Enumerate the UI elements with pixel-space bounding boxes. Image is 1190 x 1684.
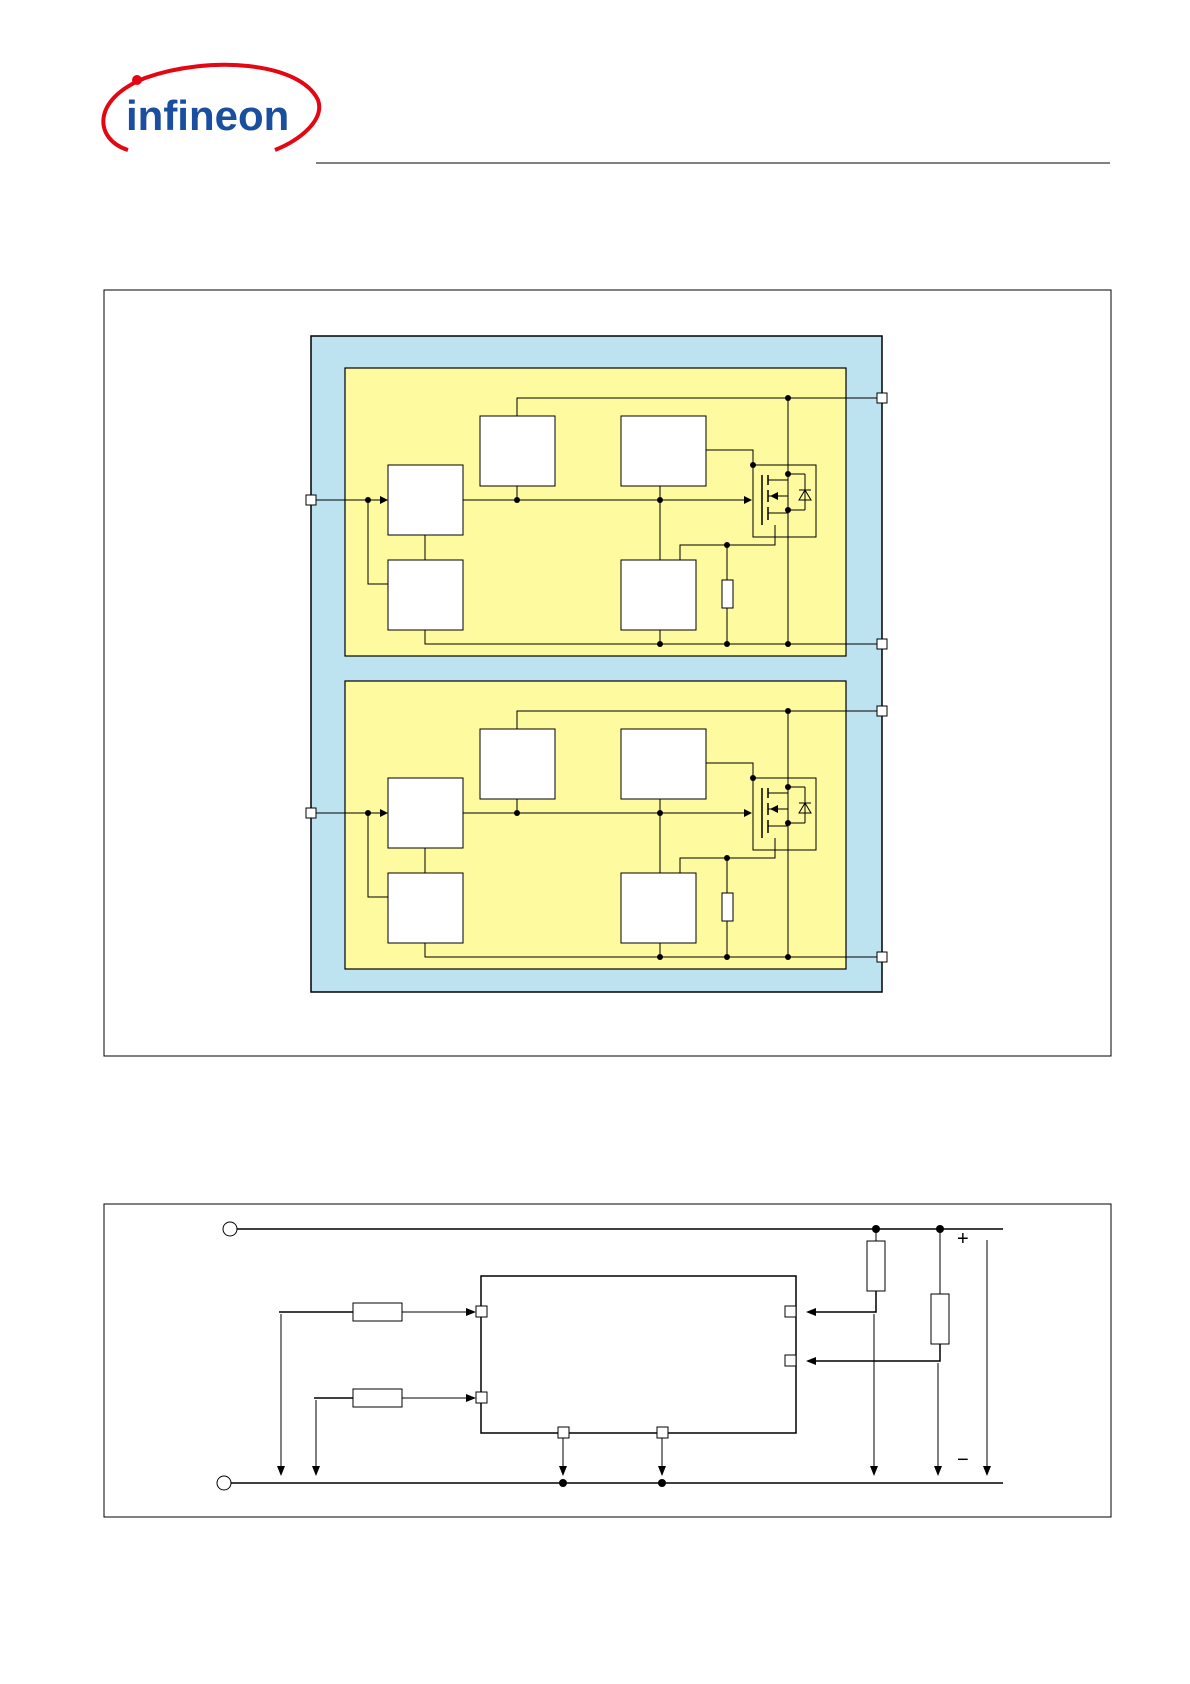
device-outline: [480, 1275, 797, 1434]
logo-wordmark: infineon: [126, 92, 289, 139]
pin-in1: [475, 1305, 488, 1318]
channel-2: [305, 680, 888, 970]
supply-terminal-top: [222, 1221, 238, 1237]
figure2-frame: [103, 1203, 1112, 1518]
logo-swoosh: [101, 62, 322, 152]
pin-gnd1: [557, 1426, 570, 1439]
minus-symbol: −: [957, 1449, 969, 1471]
plus-symbol: +: [957, 1228, 969, 1250]
load-resistor-2: [930, 1293, 950, 1345]
pin-gnd2: [656, 1426, 669, 1439]
pin-out2: [784, 1354, 797, 1367]
logo-dot: [132, 75, 142, 85]
pin-out1: [784, 1305, 797, 1318]
channel-1: [305, 367, 888, 657]
pin-in2: [475, 1391, 488, 1404]
terminal-circuit: + −: [216, 1221, 1003, 1491]
input-resistor-2: [352, 1388, 403, 1408]
figure1-frame: [103, 289, 1112, 1057]
infineon-logo: infineon: [101, 62, 322, 152]
load-resistor-1: [866, 1240, 886, 1292]
input-resistor-1: [352, 1302, 403, 1322]
supply-terminal-bottom: [216, 1475, 232, 1491]
